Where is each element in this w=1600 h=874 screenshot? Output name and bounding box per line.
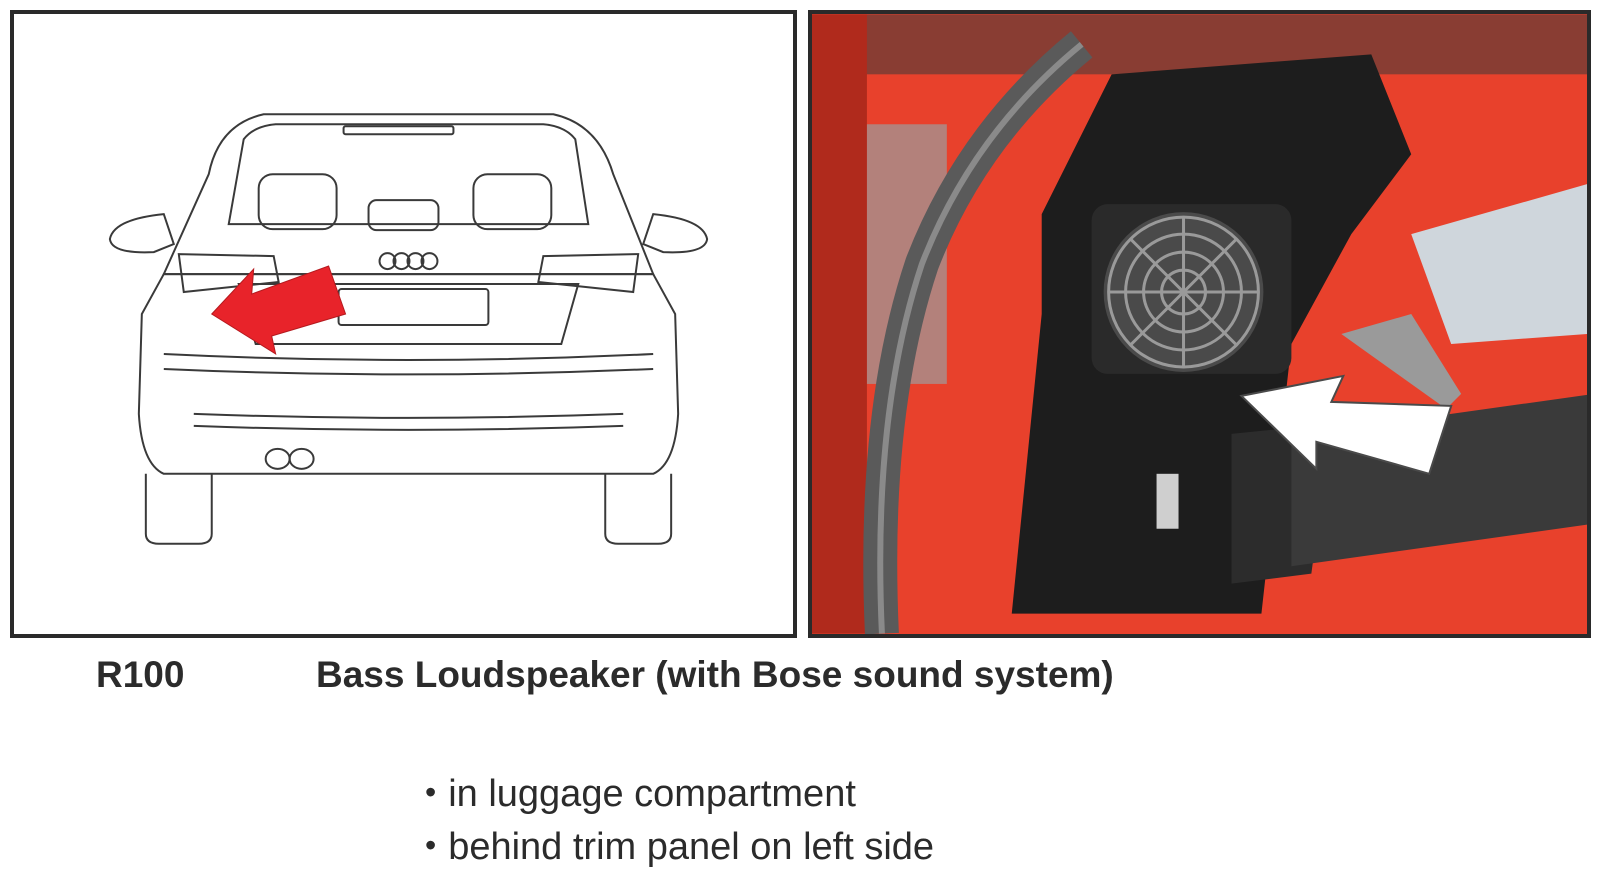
- location-arrow-white: [1239, 374, 1453, 476]
- location-note-item: behind trim panel on left side: [425, 821, 934, 874]
- car-rear-drawing: [10, 10, 797, 638]
- location-notes-list: in luggage compartment behind trim panel…: [425, 768, 934, 874]
- speaker-location-photo: [808, 10, 1591, 638]
- speaker-photo-illustration: [812, 14, 1587, 634]
- location-note-item: in luggage compartment: [425, 768, 934, 821]
- bass-speaker-icon: [1091, 204, 1292, 374]
- component-code: R100: [96, 654, 185, 695]
- location-arrow-red: [210, 265, 347, 356]
- component-title: Bass Loudspeaker (with Bose sound system…: [316, 654, 1114, 695]
- car-rear-line-art: [108, 113, 709, 545]
